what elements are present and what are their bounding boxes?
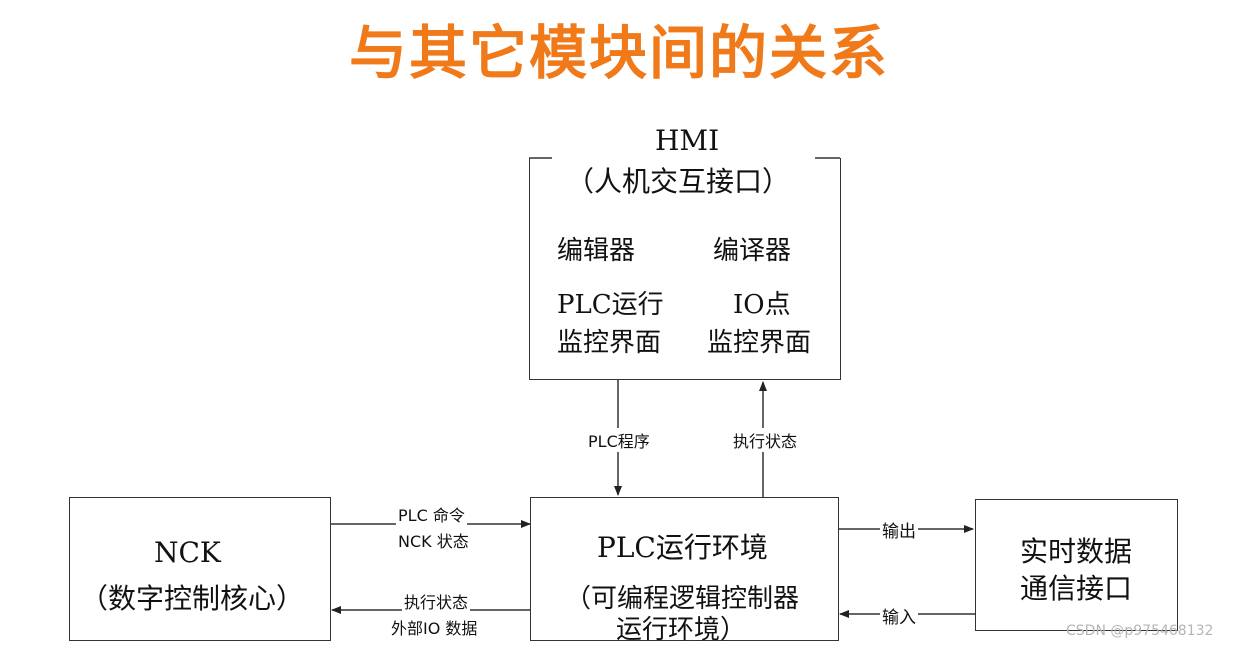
hmi-io-monitor-line1: IO点 (733, 290, 791, 320)
edge-label-input: 输入 (880, 603, 918, 628)
nck-title: NCK (154, 536, 221, 569)
edge-label-exec-status-up: 执行状态 (731, 428, 800, 452)
plc-title: PLC运行环境 (597, 531, 768, 564)
plc-subtitle-line1: （可编程逻辑控制器 (565, 584, 800, 614)
nck-box (69, 497, 331, 641)
rtd-line2: 通信接口 (1020, 572, 1133, 605)
edge-label-external-io: 外部IO 数据 (389, 615, 480, 639)
rtd-line1: 实时数据 (1020, 535, 1133, 568)
hmi-compiler: 编译器 (713, 236, 792, 266)
plc-box (530, 497, 839, 641)
edge-label-exec-status: 执行状态 (402, 589, 471, 613)
rtd-box (975, 499, 1178, 631)
edge-label-plc-program: PLC程序 (586, 428, 652, 452)
hmi-subheading: （人机交互接口） (566, 165, 791, 198)
nck-subtitle: （数字控制核心） (80, 582, 305, 615)
edge-label-plc-command: PLC 命令 (396, 502, 467, 526)
hmi-io-monitor-line2: 监控界面 (707, 328, 812, 358)
watermark: CSDN @p975468132 (1066, 623, 1214, 639)
edge-label-output: 输出 (880, 517, 918, 542)
hmi-plc-monitor-line1: PLC运行 (557, 290, 664, 320)
hmi-heading: HMI (655, 124, 720, 157)
plc-subtitle-line2: 运行环境） (616, 615, 747, 645)
edge-label-nck-status: NCK 状态 (396, 528, 471, 552)
hmi-editor: 编辑器 (557, 236, 636, 266)
page-title: 与其它模块间的关系 (348, 19, 889, 87)
hmi-box (529, 158, 841, 380)
hmi-plc-monitor-line2: 监控界面 (557, 328, 662, 358)
